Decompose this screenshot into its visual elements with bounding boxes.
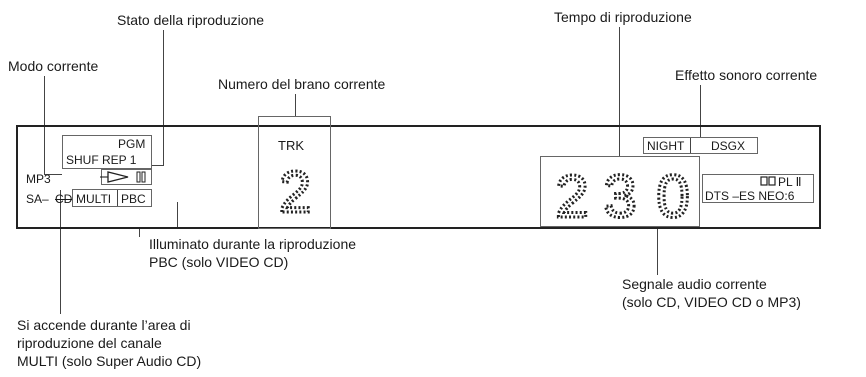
leader-sound-effect: [700, 85, 701, 137]
shuf-rep-indicator: SHUF REP 1: [66, 153, 137, 167]
leader-current-mode-h: [44, 174, 62, 175]
dolby-pl-indicator: PL Ⅱ: [778, 175, 802, 189]
dsgx-indicator: DSGX: [711, 139, 746, 153]
leader-pbc-v: [177, 202, 178, 228]
pbc-note-line1: Illuminato durante la riproduzione: [149, 236, 357, 252]
cd-indicator: CD: [55, 192, 73, 206]
pause-icon: [136, 171, 146, 183]
leader-track-number: [295, 94, 296, 116]
audio-signal-line1: Segnale audio corrente: [622, 276, 767, 292]
playback-status-label: Stato della riproduzione: [117, 12, 265, 28]
playing-time-label: Tempo di riproduzione: [554, 9, 692, 25]
sound-effect-box: [643, 137, 758, 154]
play-icon: [100, 171, 129, 183]
mp3-indicator: MP3: [26, 172, 51, 186]
night-indicator: NIGHT: [647, 139, 685, 153]
dts-neo-indicator: DTS –ES NEO:6: [705, 189, 795, 203]
night-dsgx-divider: [690, 138, 691, 153]
sa-indicator: SA–: [26, 192, 49, 206]
pbc-indicator: PBC: [121, 192, 146, 206]
time-digit-2: 3: [603, 163, 636, 230]
current-track-number-label: Numero del brano corrente: [218, 76, 386, 92]
multi-indicator: MULTI: [76, 192, 112, 206]
dolby-icon: [760, 176, 776, 186]
leader-pbc-v2: [139, 228, 140, 237]
multi-note-line1: Si accende durante l’area di: [17, 317, 191, 333]
mode-box: [62, 135, 152, 169]
pbc-note-line2: PBC (solo VIDEO CD): [149, 254, 289, 270]
pgm-indicator: PGM: [118, 137, 146, 151]
front-panel-display: [16, 125, 821, 229]
multi-note-line2: riproduzione del canale: [17, 335, 162, 351]
leader-audio-signal: [657, 229, 658, 275]
multi-note-line3: MULTI (solo Super Audio CD): [17, 353, 202, 369]
time-digit-1: 2: [555, 163, 588, 230]
leader-multi: [60, 190, 61, 314]
current-mode-label: Modo corrente: [8, 58, 99, 74]
current-sound-effect-label: Effetto sonoro corrente: [675, 67, 818, 83]
trk-label: TRK: [278, 138, 304, 153]
track-number-digit: 2: [279, 160, 311, 225]
playing-time-box: [540, 156, 700, 227]
track-number-box: [258, 116, 331, 229]
audio-signal-box: [702, 174, 814, 203]
leader-playback-status-h: [152, 165, 164, 166]
audio-signal-line2: (solo CD, VIDEO CD o MP3): [622, 294, 801, 310]
leader-playback-status: [163, 30, 164, 165]
multi-pbc-divider: [117, 190, 118, 206]
time-digit-3: 0: [656, 163, 689, 230]
multi-pbc-box: [72, 189, 152, 207]
leader-playing-time: [619, 27, 620, 156]
